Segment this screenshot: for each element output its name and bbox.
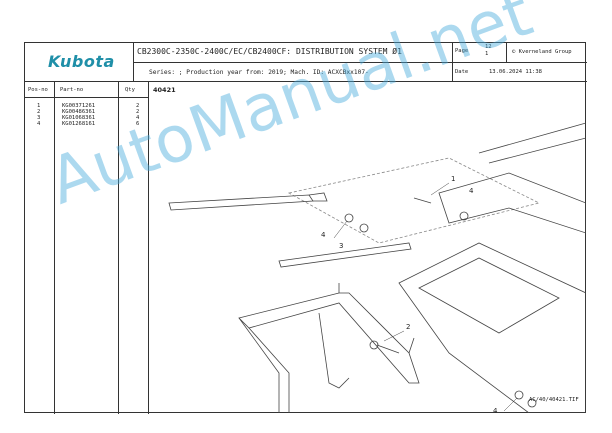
a-frame-leg (248, 327, 290, 413)
date-value: 13.06.2024 11:38 (489, 69, 542, 75)
copyright: © Kverneland Group (512, 49, 572, 55)
bolt-head (369, 340, 379, 350)
bolt (376, 344, 400, 354)
logo-box: Kubota (25, 43, 134, 82)
part-cell: KG01068361 (62, 115, 96, 121)
column-divider (148, 82, 149, 414)
middle-arm (278, 242, 412, 268)
part-cell: KG01268161 (62, 121, 96, 127)
a-frame-curve (318, 312, 350, 389)
frame-top (438, 172, 586, 234)
frame-rails (478, 122, 586, 164)
qty-cell: 2 (136, 103, 140, 109)
table-header-divider (25, 97, 148, 98)
frame-plate (418, 257, 560, 334)
leader-line (383, 330, 405, 342)
washer (514, 390, 524, 400)
nut (359, 223, 369, 233)
callout-4: 4 (493, 407, 498, 413)
leader-line (333, 220, 348, 239)
image-reference: AC/40/40421.TIF (529, 397, 579, 403)
upper-arm-end (308, 192, 328, 202)
parts-sheet: Kubota CB2300C-2350C-2400C/EC/CB2400CF: … (24, 42, 587, 414)
table-row[interactable]: 1 KG00371261 2 (25, 103, 148, 109)
series-info: Series: ; Production year from: 2019; Ma… (149, 69, 369, 76)
page-number-sub: 1 (485, 51, 489, 57)
date-box: Date 13.06.2024 11:38 (453, 63, 587, 82)
copyright-box: © Kverneland Group (507, 43, 587, 63)
bolt (413, 197, 432, 204)
pos-cell: 3 (37, 115, 41, 121)
table-row[interactable]: 4 KG01268161 6 (25, 121, 148, 127)
callout-2: 2 (406, 323, 410, 331)
leader-line (503, 397, 518, 412)
pos-cell: 2 (37, 109, 41, 115)
column-header-part: Part-no (60, 87, 84, 93)
kubota-logo: Kubota (48, 52, 115, 71)
upper-arm (168, 194, 314, 211)
part-cell: KG00371261 (62, 103, 96, 109)
series-box: Series: ; Production year from: 2019; Ma… (134, 63, 453, 82)
a-frame-leg (238, 317, 280, 413)
table-row[interactable]: 2 KG00486361 2 (25, 109, 148, 115)
washer (459, 211, 469, 221)
qty-cell: 6 (136, 121, 140, 127)
page-label: Page (455, 48, 469, 54)
callout-4: 4 (321, 231, 326, 239)
figure-id: 40421 (153, 86, 176, 94)
column-header-pos: Pos-no (28, 87, 48, 93)
pos-cell: 1 (37, 103, 41, 109)
callout-1: 1 (451, 175, 455, 183)
table-row[interactable]: 3 KG01068361 4 (25, 115, 148, 121)
column-divider (54, 82, 55, 414)
part-cell: KG00486361 (62, 109, 96, 115)
column-header-qty: Qty (125, 87, 135, 93)
a-frame-tab (338, 283, 415, 354)
main-frame (398, 242, 586, 413)
qty-cell: 4 (136, 115, 140, 121)
exploded-parts-drawing: 1 2 3 3 4 4 4 (168, 122, 586, 413)
page-number-main: 12 (485, 44, 492, 50)
document-title: CB2300C-2350C-2400C/EC/CB2400CF: DISTRIB… (137, 47, 402, 56)
washer (344, 213, 354, 223)
pos-cell: 4 (37, 121, 41, 127)
title-box: CB2300C-2350C-2400C/EC/CB2400CF: DISTRIB… (134, 43, 453, 63)
date-label: Date (455, 69, 469, 75)
qty-cell: 2 (136, 109, 140, 115)
callout-4: 4 (469, 187, 474, 195)
leader-line (430, 182, 450, 196)
a-frame-bar (238, 292, 420, 384)
callout-3: 3 (339, 242, 343, 250)
nut (527, 398, 537, 408)
column-divider (118, 82, 119, 414)
